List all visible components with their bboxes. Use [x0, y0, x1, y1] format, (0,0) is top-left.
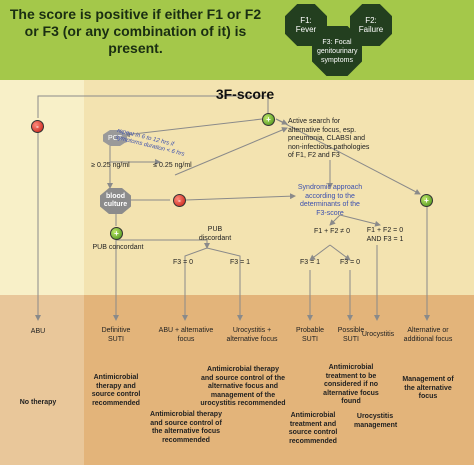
pct-octagon: PCT — [103, 130, 127, 146]
abu-outcome: ABU — [30, 328, 46, 335]
urocystitis-alt-outcome: Urocystitis + alternative focus — [226, 327, 278, 343]
f1-label: F1: Fever — [295, 16, 317, 34]
f3-zero-right: F3 = 0 — [339, 259, 361, 266]
plus-circle-culture: + — [110, 227, 123, 240]
f1f2-nonzero-label: F1 + F2 ≠ 0 — [314, 228, 350, 235]
outcome-band-right — [84, 295, 474, 465]
rec-abu-alt: Antimicrobial therapy and source control… — [150, 411, 222, 444]
rec-possible: Antimicrobial treatment to be considered… — [323, 364, 379, 405]
upper-band-right — [84, 80, 474, 295]
plus-circle-score: + — [262, 113, 275, 126]
f3-one-left: F3 = 1 — [229, 259, 251, 266]
definitive-suti-outcome: Definitive SUTI — [101, 327, 131, 343]
f1f2-zero-label: F1 + F2 = 0 AND F3 = 1 — [366, 227, 404, 243]
urocystitis-outcome: Urocystitis — [361, 331, 395, 338]
blood-culture-label: blood culture — [103, 193, 128, 208]
pub-concordant-label: PUB concordant — [92, 244, 144, 251]
probable-suti-outcome: Probable SUTI — [295, 327, 325, 343]
active-search-text: Active search for alternative focus, esp… — [288, 118, 370, 159]
blood-culture-octagon: blood culture — [100, 188, 131, 214]
header-band — [0, 0, 474, 80]
rec-urocystitis: Urocystitis management — [354, 413, 398, 429]
pub-discordant-label: PUB discordant — [198, 226, 232, 242]
header-statement: The score is positive if either F1 or F2… — [9, 6, 262, 56]
rec-alt-focus: Management of the alternative focus — [402, 376, 454, 400]
f3-one-right: F3 = 1 — [299, 259, 321, 266]
rec-definitive: Antimicrobial therapy and source control… — [91, 374, 141, 407]
f2-label: F2: Failure — [358, 16, 384, 34]
f3-zero-left: F3 = 0 — [172, 259, 194, 266]
score-title: 3F-score — [215, 86, 275, 102]
rec-probable: Antimicrobial treatment and source contr… — [288, 412, 338, 445]
pct-label: PCT — [108, 134, 122, 142]
minus-circle-culture: - — [173, 194, 186, 207]
alt-focus-outcome: Alternative or additional focus — [403, 327, 453, 343]
abu-alt-outcome: ABU + alternative focus — [158, 327, 214, 343]
f3-octagon: F3: Focal genitourinary symptoms — [312, 26, 362, 76]
plus-circle-alt: + — [420, 194, 433, 207]
pct-low-label: ≤ 0.25 ng/ml — [153, 162, 192, 169]
rec-urocystitis-alt: Antimicrobial therapy and source control… — [200, 366, 286, 407]
f3-label: F3: Focal genitourinary symptoms — [317, 38, 358, 64]
outcome-band-left — [0, 295, 84, 465]
syndromic-text: Syndromic approach according to the dete… — [297, 184, 363, 217]
possible-suti-outcome: Possible SUTI — [337, 327, 365, 343]
minus-circle-score: - — [31, 120, 44, 133]
pct-high-label: ≥ 0.25 ng/ml — [91, 162, 130, 169]
no-therapy-outcome: No therapy — [19, 399, 57, 406]
